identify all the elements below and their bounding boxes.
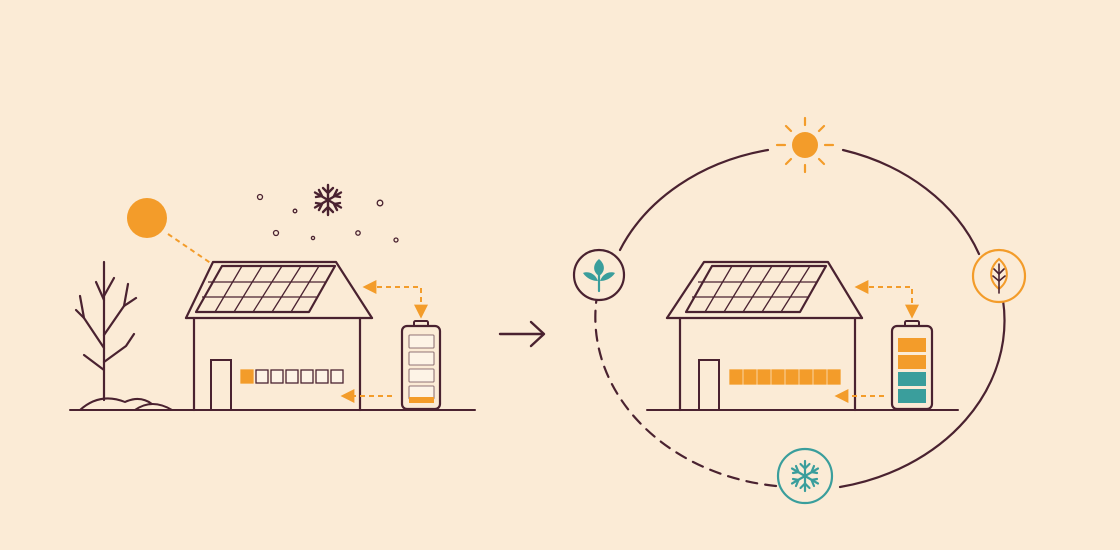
indicator-cell (757, 369, 771, 385)
battery-icon (890, 320, 934, 411)
battery-cell-empty (408, 351, 435, 366)
indicator-cell (255, 369, 269, 384)
indicator-cell (330, 369, 344, 384)
sun-icon (127, 198, 167, 238)
energy-indicator-row-right (729, 369, 841, 385)
year-round-scene (572, 116, 1027, 505)
battery-cells-left (408, 334, 435, 403)
indicator-cell (813, 369, 827, 385)
solar-panel-icon (684, 264, 828, 314)
indicator-cell (729, 369, 743, 385)
door (698, 359, 720, 411)
door (210, 359, 232, 411)
indicator-cell (785, 369, 799, 385)
battery-cell-empty (408, 334, 435, 349)
snowflake-icon (776, 447, 834, 505)
indicator-cell (270, 369, 284, 384)
leaf-icon (971, 248, 1027, 304)
battery-cell-charged (898, 372, 926, 386)
house-right (665, 260, 864, 412)
energy-indicator-row-left (240, 369, 344, 384)
indicator-cell (799, 369, 813, 385)
sprout-icon (572, 248, 626, 302)
indicator-cell (743, 369, 757, 385)
indicator-cell (300, 369, 314, 384)
snow-mound-icon (79, 397, 153, 411)
battery-cell-charged (898, 355, 926, 369)
battery-cell-charged (898, 389, 926, 403)
sunlight-dash (167, 233, 213, 265)
indicator-cell (240, 369, 254, 384)
solar-panel-icon (194, 264, 337, 314)
charge-flow-arrow (362, 280, 428, 319)
house-left (184, 260, 374, 412)
battery-cell-empty (408, 368, 435, 383)
charge-flow-arrow (854, 280, 919, 319)
battery-icon (400, 320, 442, 411)
snowflake-icon (313, 183, 343, 217)
battery-cell-charged (409, 397, 434, 403)
indicator-cell (285, 369, 299, 384)
winter-scene (69, 183, 476, 412)
indicator-cell (771, 369, 785, 385)
indicator-cell (827, 369, 841, 385)
battery-cell-charged (898, 338, 926, 352)
seasonal-cycle-ring (594, 148, 1006, 489)
indicator-cell (315, 369, 329, 384)
sun-icon (775, 116, 835, 174)
snow-dots (256, 193, 399, 243)
battery-cells-right (898, 338, 926, 403)
arrow-right-icon (498, 320, 546, 348)
bare-tree-icon (74, 260, 138, 402)
snow-mound-icon (134, 403, 173, 411)
